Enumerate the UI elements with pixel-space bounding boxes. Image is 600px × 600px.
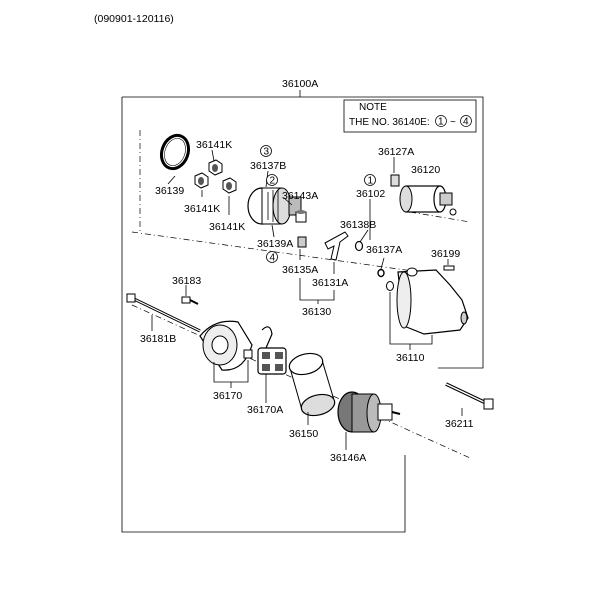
svg-text:1: 1 <box>368 176 374 187</box>
label-36183: 36183 <box>172 275 201 287</box>
note-range-start: 1 <box>438 117 444 128</box>
assembly-frame-top-right <box>122 96 484 369</box>
label-36170: 36170 <box>213 390 242 402</box>
label-36211: 36211 <box>445 418 474 430</box>
assembly-number-36100A: 36100A <box>282 78 318 90</box>
label-36102: 36102 <box>356 188 385 200</box>
screw-36183 <box>181 296 199 305</box>
upper-center-line <box>131 231 421 273</box>
date-range-label: (090901-120116) <box>94 13 174 25</box>
pin-36199 <box>443 265 455 271</box>
label-36143A: 36143A <box>282 190 318 202</box>
leader-lines <box>151 149 463 450</box>
washer-36138B <box>354 240 364 252</box>
circled-number-1: 1 <box>364 174 376 187</box>
label-36199: 36199 <box>431 248 460 260</box>
label-36137B: 36137B <box>250 160 286 172</box>
label-36130: 36130 <box>302 306 331 318</box>
ring-36139 <box>159 133 191 171</box>
note-text: THE NO. 36140E: <box>349 117 430 128</box>
note-title: NOTE <box>359 102 387 113</box>
label-36146A: 36146A <box>330 452 366 464</box>
label-36139: 36139 <box>155 185 184 197</box>
circled-number-4: 4 <box>266 251 278 264</box>
nut-36141K-left <box>194 172 209 189</box>
note-range-end-circle <box>460 115 472 127</box>
note-range-sep: ~ <box>450 117 456 128</box>
nut-36141K-right <box>222 177 237 194</box>
bolt-36211 <box>445 382 494 410</box>
note-frame <box>343 99 477 133</box>
circled-number-2: 2 <box>266 174 278 187</box>
yoke-36150 <box>288 352 336 417</box>
label-36110: 36110 <box>396 352 425 364</box>
label-36139A: 36139A <box>257 238 293 250</box>
circled-number-3: 3 <box>260 145 272 158</box>
label-36181B: 36181B <box>140 333 176 345</box>
pinion-clutch-36137B <box>247 187 302 225</box>
note-range-end: 4 <box>463 117 469 128</box>
rear-cover-36170 <box>199 320 253 371</box>
note-box: NOTE THE NO. 36140E: 1 ~ 4 <box>343 99 477 133</box>
label-36141K-upper: 36141K <box>196 139 232 151</box>
label-36150: 36150 <box>289 428 318 440</box>
nut-36141K-upper <box>208 159 223 176</box>
solenoid-center-line <box>409 211 471 223</box>
label-36127A: 36127A <box>378 146 414 158</box>
pin-36135A <box>297 236 307 248</box>
spring-36127A <box>390 174 400 187</box>
svg-text:4: 4 <box>270 253 276 264</box>
front-housing-36110 <box>386 267 469 335</box>
label-36170A: 36170A <box>247 404 283 416</box>
svg-text:2: 2 <box>270 176 276 187</box>
label-36138B: 36138B <box>340 219 376 231</box>
sleeve-36143A <box>295 210 307 223</box>
label-36135A: 36135A <box>282 264 318 276</box>
label-36120: 36120 <box>411 164 440 176</box>
assembly-frame-left-bottom <box>121 97 406 533</box>
lever-36131A <box>324 231 349 261</box>
brush-holder-36170A <box>257 326 287 375</box>
solenoid-36120 <box>399 185 457 216</box>
ring-36137A <box>377 268 385 278</box>
label-36137A: 36137A <box>366 244 402 256</box>
label-36141K-right: 36141K <box>209 221 245 233</box>
through-bolt-36181B <box>126 293 201 333</box>
note-range-start-circle <box>435 115 447 127</box>
svg-text:3: 3 <box>264 147 270 158</box>
armature-36146A <box>337 391 401 433</box>
label-36141K-left: 36141K <box>184 203 220 215</box>
label-36131A: 36131A <box>312 277 348 289</box>
